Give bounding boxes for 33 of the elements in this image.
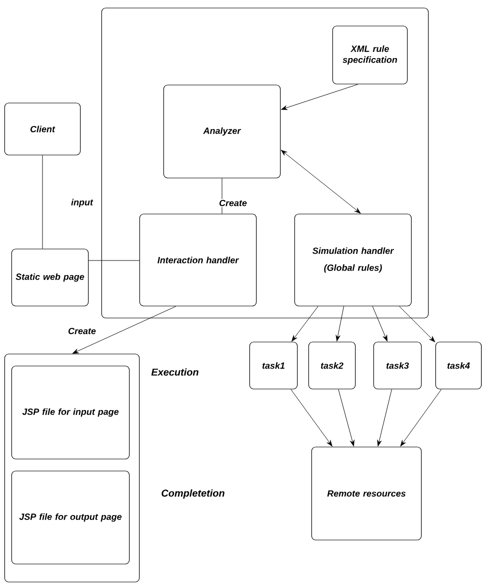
arrow <box>292 306 318 342</box>
edge-label: Create <box>218 198 248 208</box>
process-box: XML rule specification <box>332 26 408 84</box>
arrow <box>336 306 344 342</box>
process-box: JSP file for output page <box>11 470 130 564</box>
process-box: Interaction handler <box>139 214 257 306</box>
arrow <box>372 306 388 342</box>
page-group-frame <box>4 354 140 582</box>
arrow <box>400 389 442 446</box>
arrow <box>290 389 332 446</box>
stage-label: Completetion <box>162 489 224 499</box>
process-box: Simulation handler (Global rules) <box>294 214 412 306</box>
arrow <box>280 150 361 214</box>
process-box: Client <box>4 102 81 156</box>
process-box: JSP file for input page <box>11 366 130 460</box>
system-frame <box>101 8 429 318</box>
stage-label: Execution <box>151 368 198 376</box>
edge-label: Create <box>67 326 97 336</box>
edge-label: input <box>70 198 94 208</box>
process-box: task2 <box>308 342 356 390</box>
connector-line <box>42 155 43 249</box>
process-box: task4 <box>435 342 482 390</box>
arrow <box>377 389 392 446</box>
arrow <box>281 84 358 110</box>
arrow <box>72 306 176 354</box>
arrow <box>338 389 354 446</box>
process-box: Static web page <box>11 248 89 306</box>
arrow <box>399 306 436 342</box>
process-box: Analyzer <box>163 84 281 178</box>
process-box: task1 <box>249 342 298 390</box>
process-box: task3 <box>373 342 422 390</box>
process-box: Remote resources <box>311 446 422 540</box>
connector-line <box>88 260 140 261</box>
